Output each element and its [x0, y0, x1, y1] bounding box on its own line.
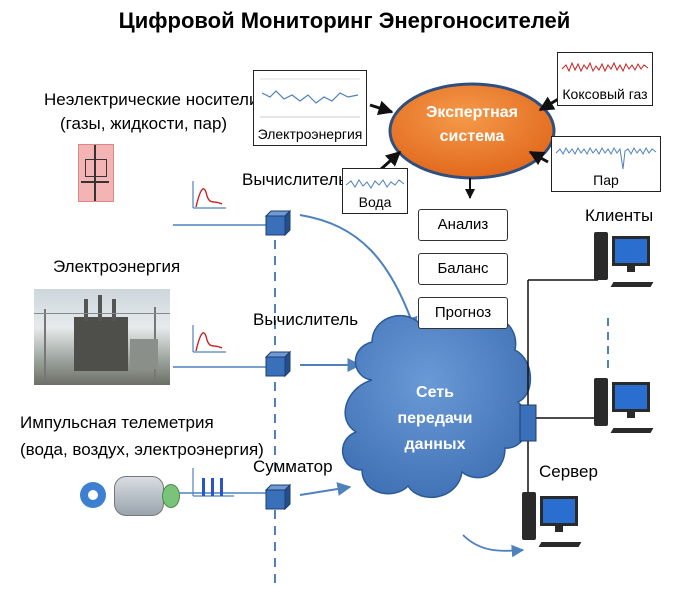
non-electric-sources-sublabel: (газы, жидкости, пар) — [60, 114, 228, 133]
expert-system-label: Экспертная система — [400, 101, 544, 149]
flow-meter-icon — [80, 476, 180, 516]
page-title: Цифровой Мониторинг Энергоносителей — [118, 8, 571, 33]
electricity-chart-caption: Электроэнергия — [257, 126, 363, 142]
network-label: Сеть передачи данных — [380, 380, 490, 458]
client-computer-2-icon[interactable] — [594, 378, 656, 438]
electricity-source-label: Электроэнергия — [53, 257, 181, 276]
expert-system-line-1: Экспертная — [426, 104, 518, 121]
summator-label: Сумматор — [253, 457, 333, 476]
pulse-signal-icon-1 — [192, 181, 226, 209]
pulse-telemetry-sublabel: (вода, воздух, электроэнергия) — [20, 440, 264, 459]
network-line-3: данных — [404, 436, 466, 453]
server-label: Сервер — [539, 462, 598, 481]
steam-chart-line — [555, 146, 657, 170]
analysis-box[interactable]: Анализ — [418, 209, 508, 241]
client-computer-1-icon[interactable] — [594, 232, 656, 292]
expert-system-ellipse[interactable] — [388, 82, 556, 180]
arrow-electricity-chart — [369, 100, 394, 116]
coke-gas-chart-thumbnail[interactable]: Коксовый газ — [557, 52, 653, 106]
network-line-1: Сеть — [416, 384, 454, 401]
network-switch[interactable] — [519, 404, 537, 442]
arrow-coke-gas-chart — [538, 96, 561, 112]
arrow-steam-chart — [528, 150, 549, 166]
water-chart-caption: Вода — [358, 194, 392, 210]
expert-system-line-2: система — [439, 128, 505, 145]
clients-label: Клиенты — [585, 206, 654, 225]
summator-node[interactable] — [264, 483, 292, 511]
water-chart-line — [345, 179, 405, 189]
balance-box[interactable]: Баланс — [418, 253, 508, 285]
arrow-summator-to-network — [299, 482, 352, 496]
pipeline-scheme-icon — [78, 144, 114, 202]
forecast-box[interactable]: Прогноз — [418, 297, 508, 329]
calculator-1-label: Вычислитель — [242, 170, 348, 189]
pulse-train-icon — [192, 468, 234, 497]
arrow-calculator1-to-network — [299, 214, 418, 332]
coke-gas-chart-line — [561, 61, 649, 73]
calculator-node-1[interactable] — [264, 209, 292, 237]
electricity-chart-line — [260, 78, 360, 118]
steam-chart-thumbnail[interactable]: Пар — [551, 136, 661, 192]
arrow-network-to-server — [462, 534, 525, 558]
non-electric-sources-label: Неэлектрические носители — [44, 90, 259, 109]
pulse-signal-icon-2 — [192, 325, 226, 353]
network-line-2: передачи — [397, 410, 473, 427]
pulse-telemetry-label: Импульсная телеметрия — [20, 413, 214, 432]
steam-chart-caption: Пар — [593, 172, 619, 188]
electricity-chart-thumbnail[interactable]: Электроэнергия — [253, 70, 367, 146]
water-chart-thumbnail[interactable]: Вода — [342, 168, 408, 214]
server-computer-icon[interactable] — [522, 492, 584, 552]
calculator-node-2[interactable] — [264, 350, 292, 378]
substation-photo — [34, 289, 170, 385]
coke-gas-chart-caption: Коксовый газ — [562, 86, 648, 102]
arrow-water-chart — [378, 150, 402, 172]
calculator-2-label: Вычислитель — [253, 310, 359, 329]
